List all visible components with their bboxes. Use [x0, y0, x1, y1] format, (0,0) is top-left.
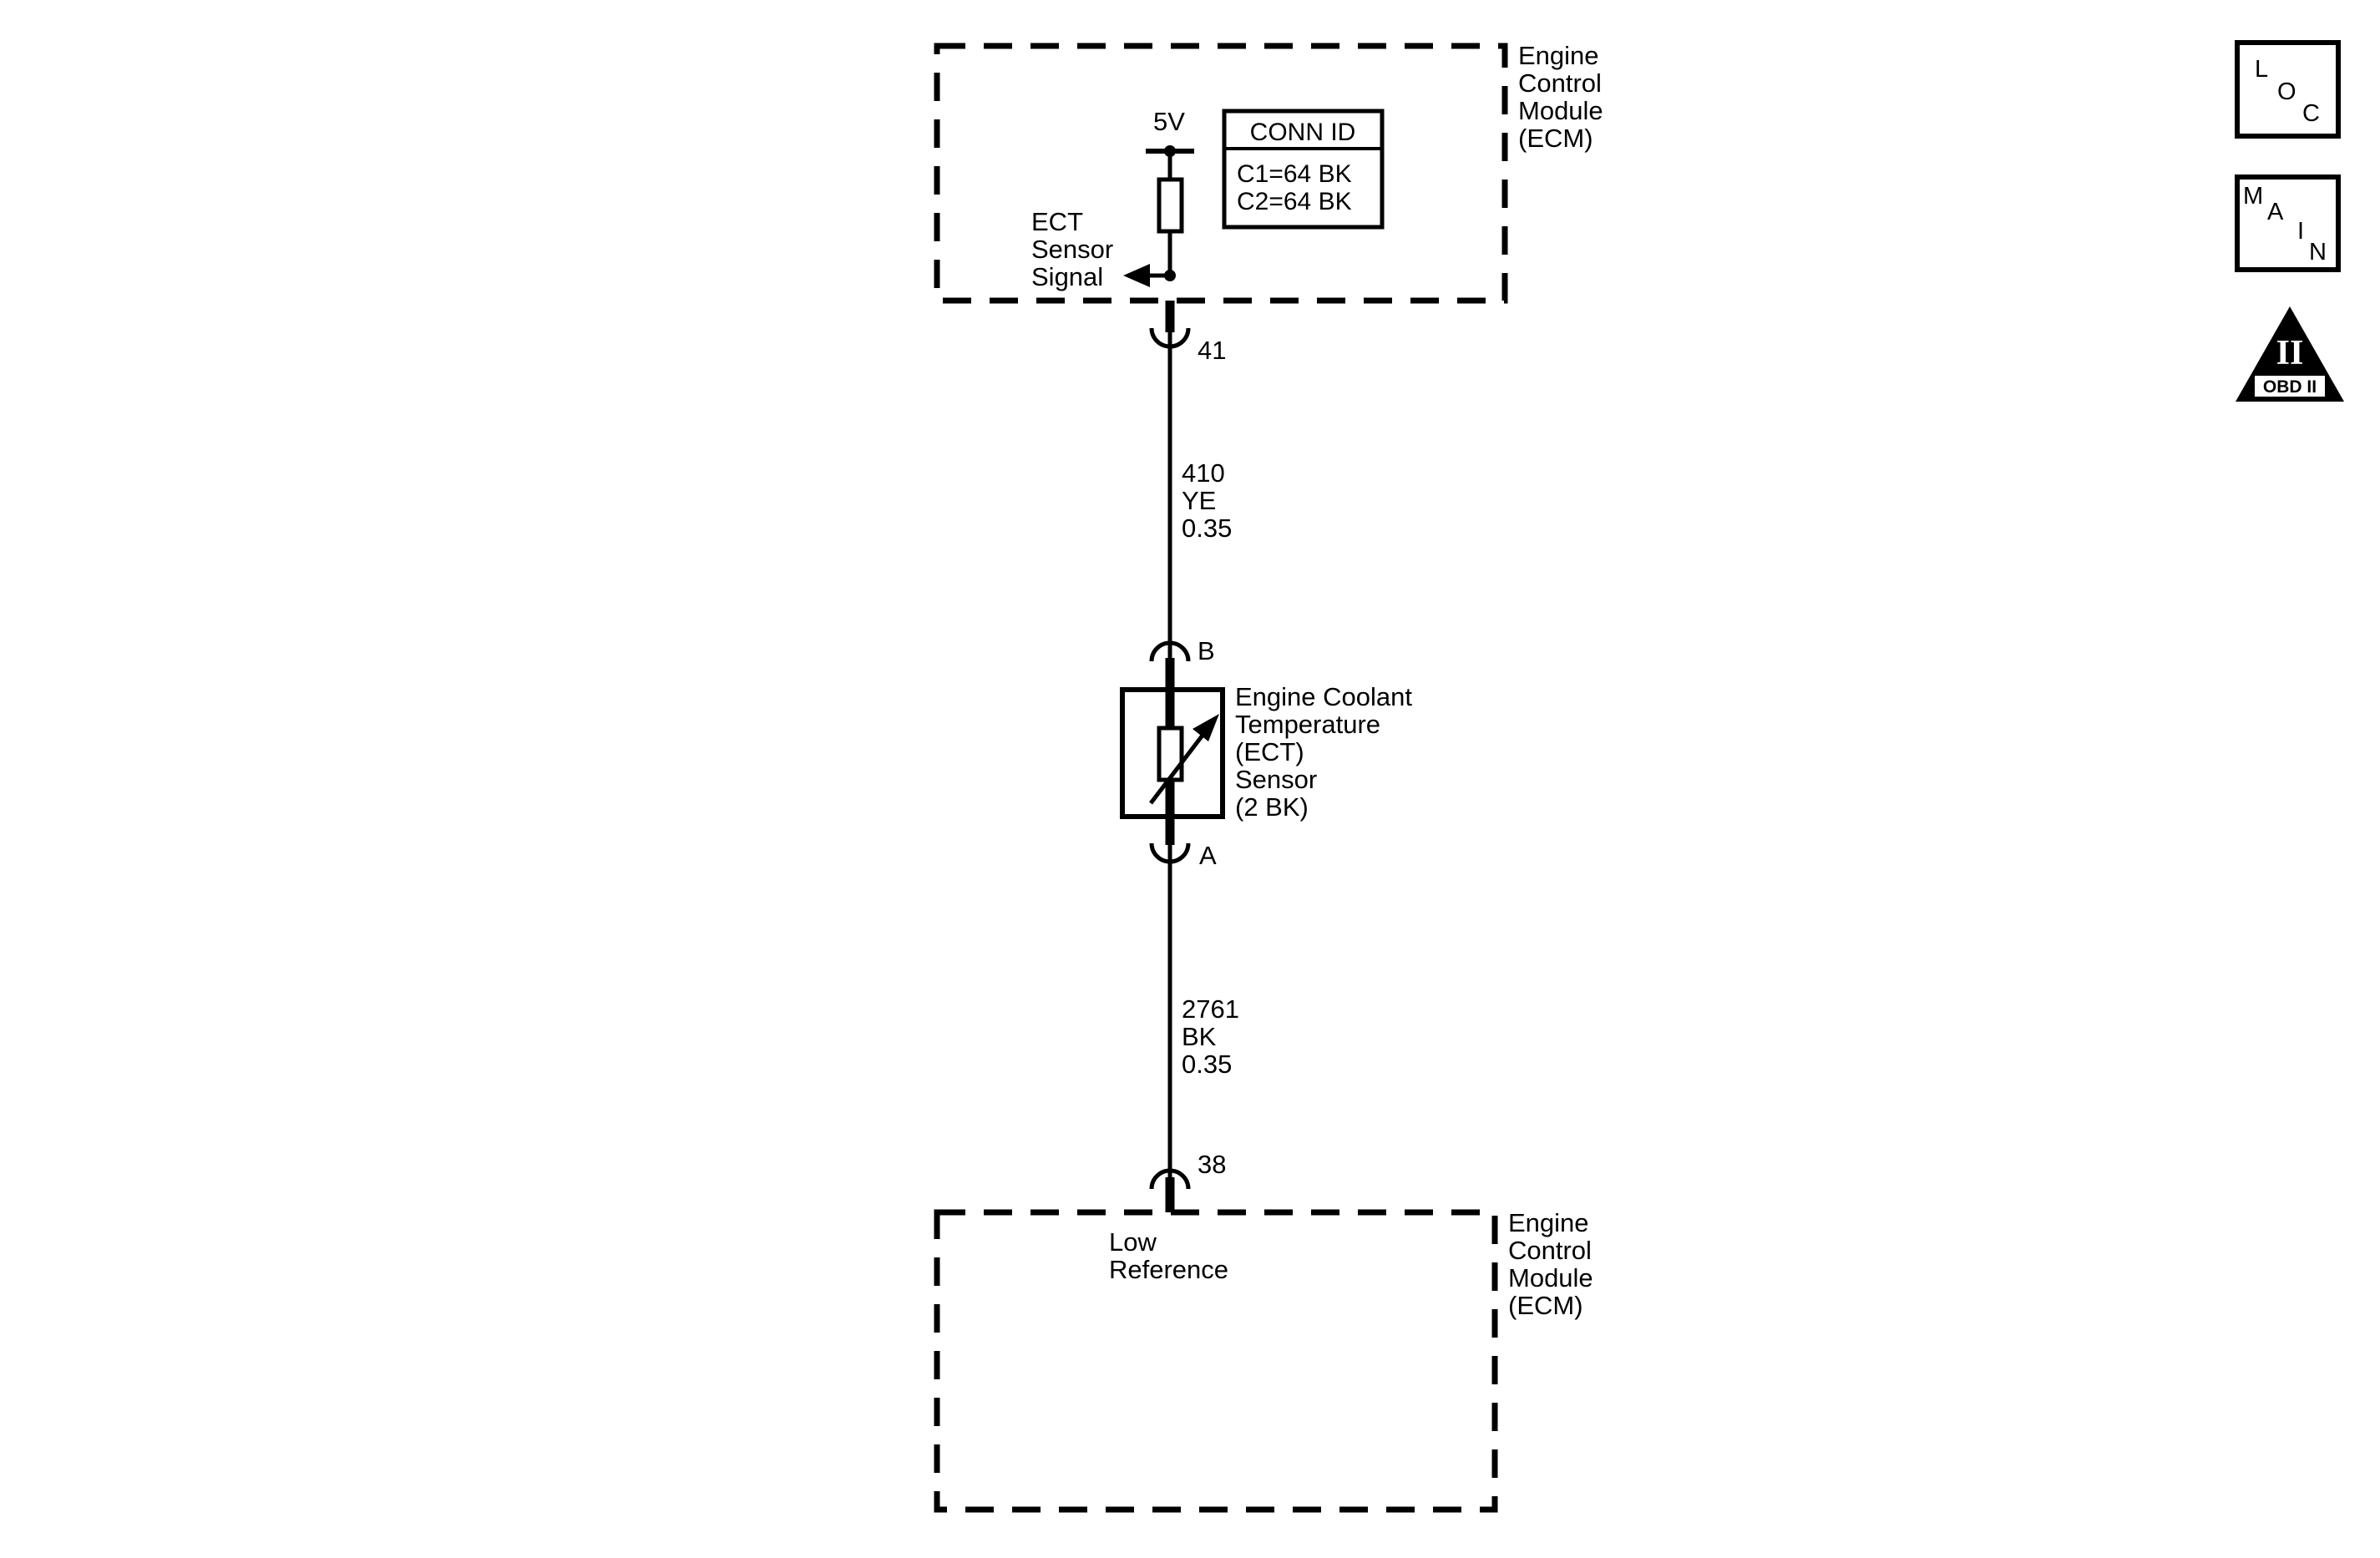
main-icon-frame: [2235, 175, 2341, 272]
pin-38-connector-icon: [1149, 1168, 1191, 1190]
wire-410-label: 410 YE 0.35: [1182, 458, 1232, 543]
ecm-top: Engine Control Module (ECM) 5V ECT Senso…: [934, 41, 1610, 304]
ecm-bottom-boundary: [934, 1209, 1498, 1513]
conn-id-header: CONN ID: [1250, 119, 1356, 146]
obd-roman: II: [2276, 334, 2304, 372]
pullup-resistor: [1157, 177, 1184, 234]
obd-caption: OBD II: [2263, 377, 2317, 397]
sensor-label: Engine Coolant Temperature (ECT) Sensor …: [1235, 682, 1420, 822]
main-icon: M A I N: [2235, 175, 2341, 272]
pin-38-terminal: 38: [1149, 1150, 1226, 1212]
ecm-top-boundary: [934, 43, 1508, 304]
ecm-bottom-label: Engine Control Module (ECM): [1508, 1208, 1600, 1320]
ecm-top-label: Engine Control Module (ECM): [1518, 41, 1610, 153]
variable-arrow-icon: [1193, 714, 1219, 741]
pin-38-label: 38: [1198, 1150, 1226, 1179]
pin-b-connector-icon: [1149, 640, 1191, 662]
obd-ii-icon: II OBD II: [2236, 306, 2344, 402]
voltage-label: 5V: [1153, 107, 1185, 136]
wire-2761-label: 2761 BK 0.35: [1182, 994, 1247, 1079]
loc-letter: L: [2255, 56, 2268, 83]
thermistor-icon: [1157, 726, 1184, 782]
main-letter: I: [2297, 218, 2304, 245]
sensor-pin-a: A: [1149, 817, 1217, 870]
ect-sensor: Engine Coolant Temperature (ECT) Sensor …: [1120, 682, 1420, 822]
main-letter: M: [2243, 183, 2263, 210]
sensor-pin-b: B: [1149, 636, 1215, 693]
main-letter: N: [2309, 239, 2327, 266]
loc-icon: L O C: [2235, 40, 2341, 139]
conn-id-row: C2=64 BK: [1237, 188, 1352, 215]
loc-icon-frame: [2235, 40, 2341, 139]
loc-letter: O: [2277, 78, 2296, 105]
pin-41-terminal: 41: [1149, 301, 1226, 365]
pin-a-label: A: [1199, 841, 1217, 870]
variable-arrow-line: [1149, 731, 1206, 805]
pin-b-label: B: [1198, 636, 1215, 665]
signal-arrow-icon: [1123, 264, 1150, 287]
main-letter: A: [2267, 199, 2284, 225]
low-reference-label: Low Reference: [1109, 1227, 1228, 1284]
obd-caption-box: [2255, 376, 2325, 397]
ecm-bottom: Engine Control Module (ECM) Low Referenc…: [934, 1208, 1600, 1513]
conn-id-box: [1222, 109, 1385, 230]
pin-41-label: 41: [1198, 336, 1226, 365]
signal-label: ECT Sensor Signal: [1031, 207, 1121, 291]
loc-letter: C: [2302, 100, 2320, 127]
conn-id-row: C1=64 BK: [1237, 160, 1352, 188]
